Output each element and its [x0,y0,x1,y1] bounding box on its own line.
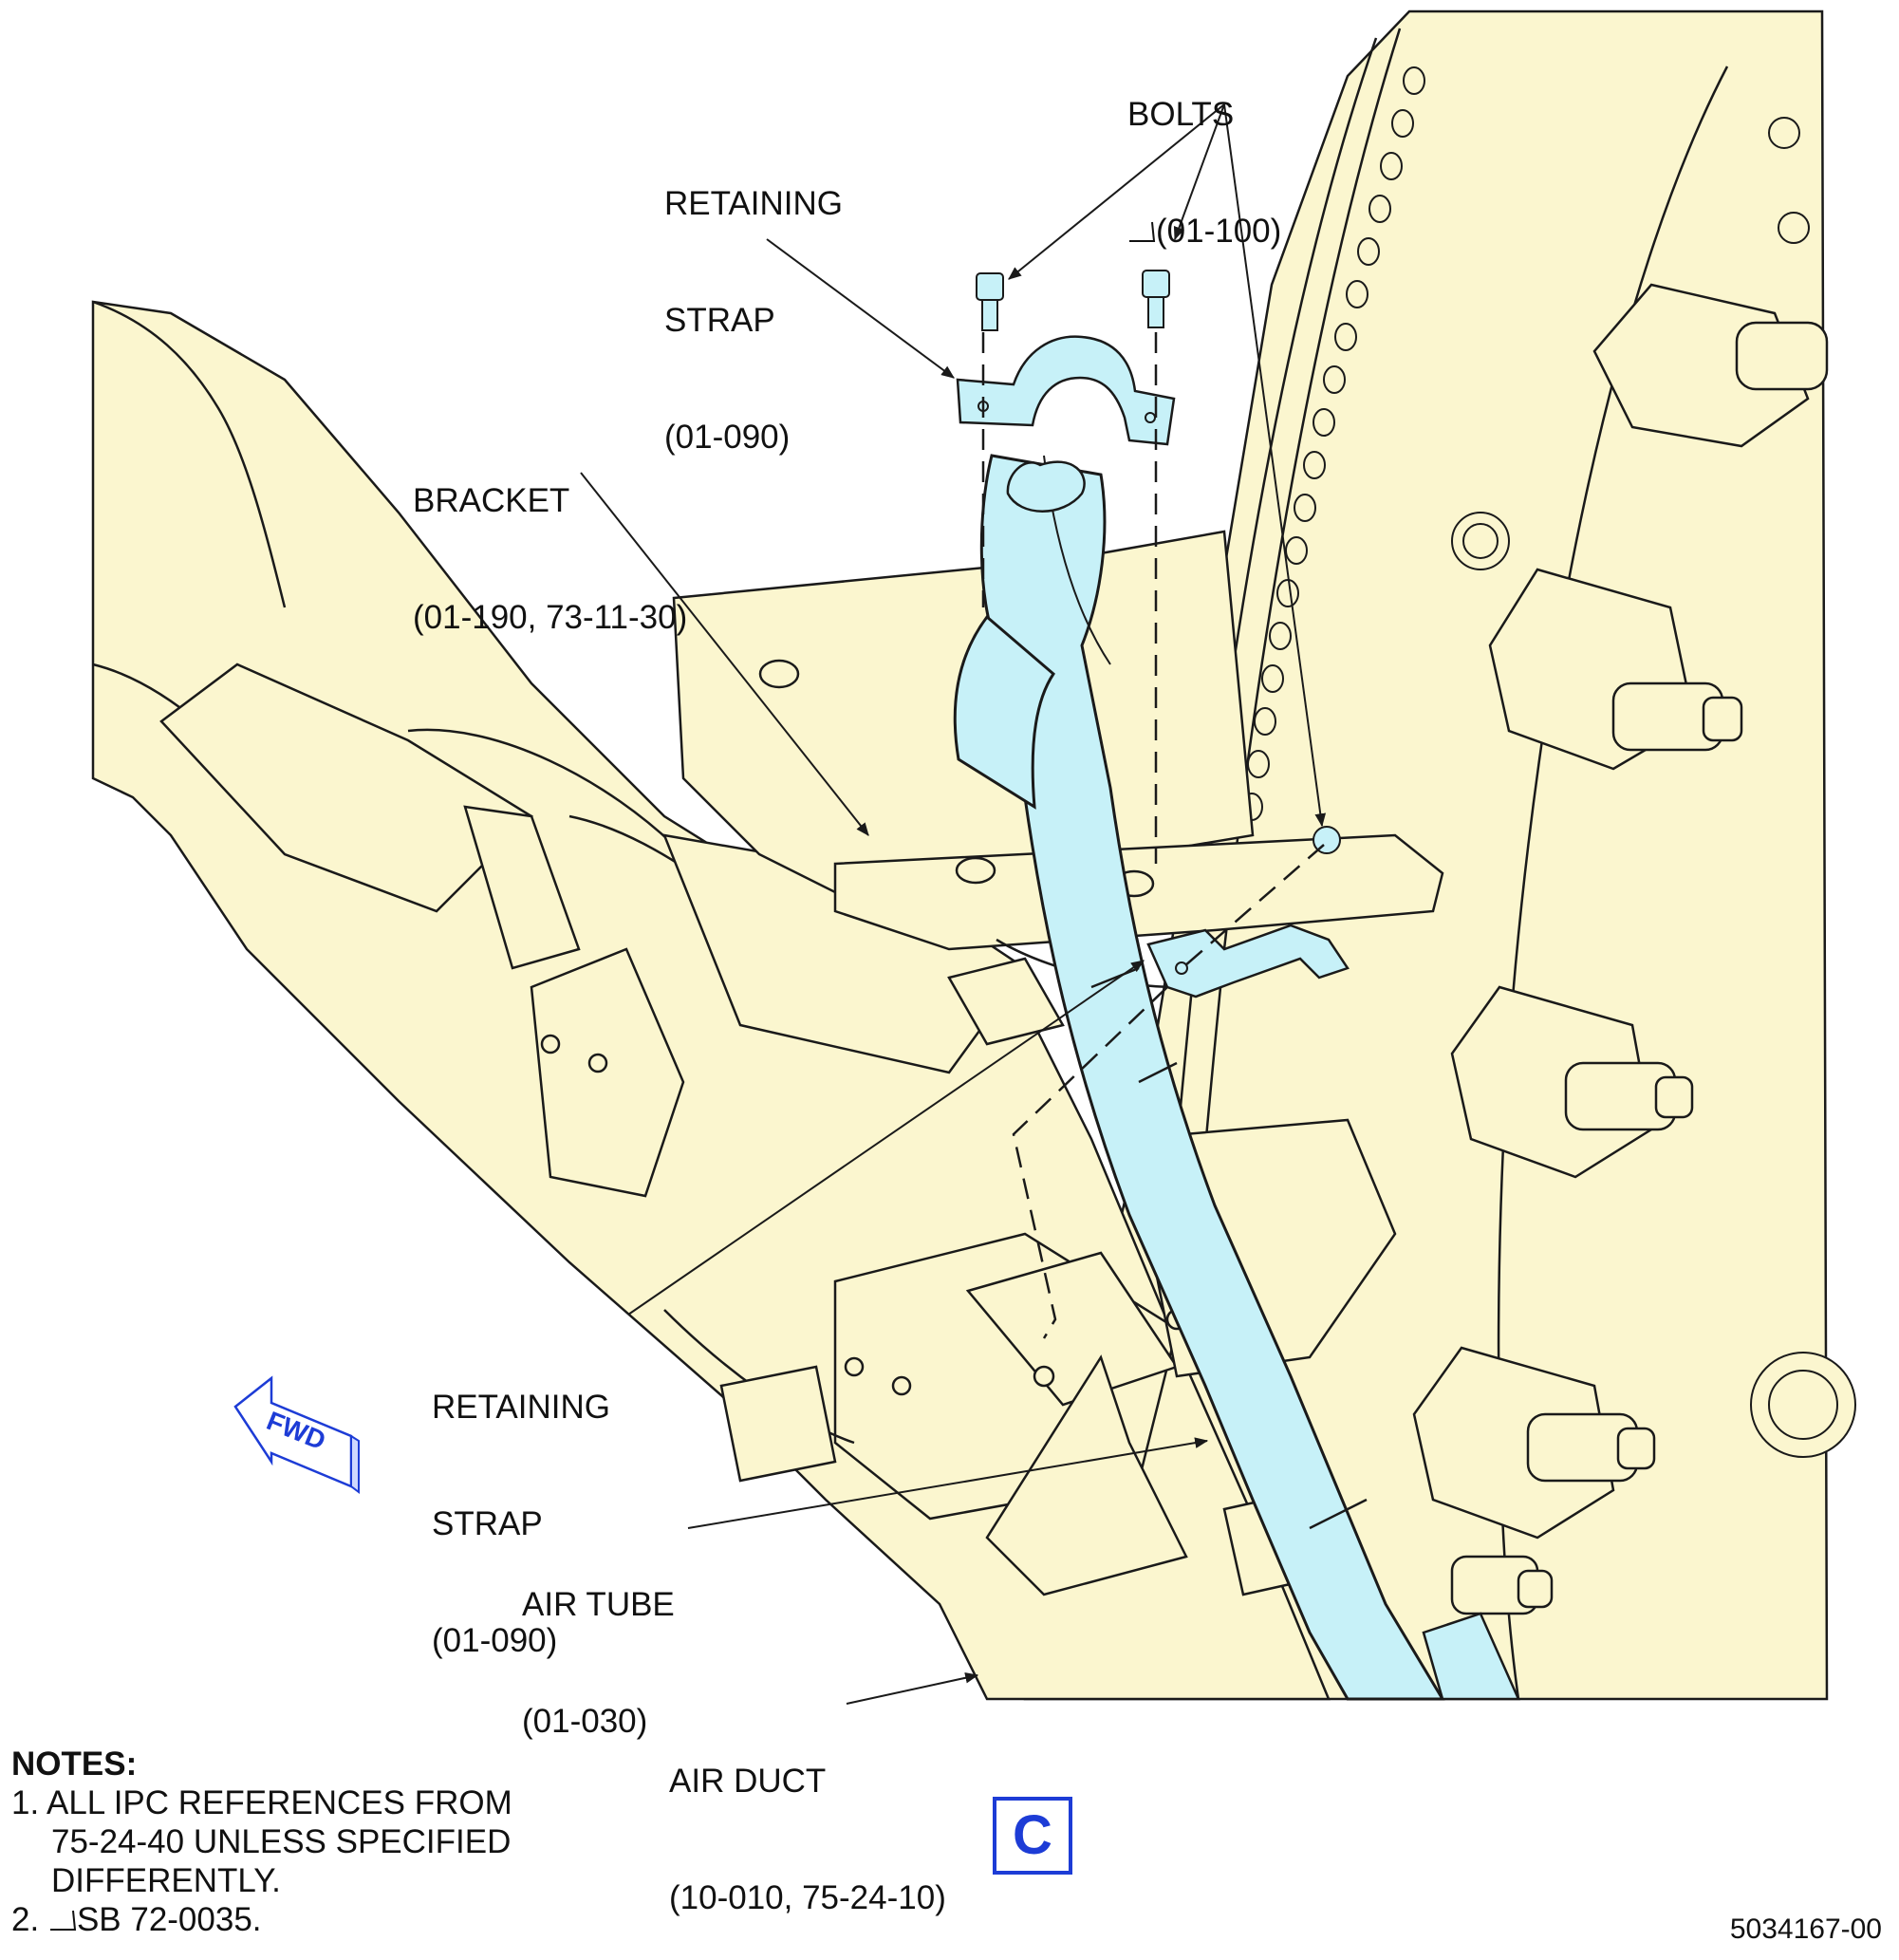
fuel-nozzles [1412,283,1829,1615]
callout-bracket-ref: (01-190, 73-11-30) [413,599,688,636]
note-2-number: 2. [11,1901,40,1938]
retaining-strap-lower [1146,924,1350,999]
retaining-strap-upper [956,335,1176,446]
effectivity-triangle-icon [48,1901,77,1931]
note-1-line-1: 1. ALL IPC REFERENCES FROM [11,1783,512,1822]
figure-id: 5034167-00 [1729,1913,1882,1945]
note-1-line-2: 75-24-40 UNLESS SPECIFIED [51,1823,512,1860]
case-bolt-holes [1240,66,1856,1458]
bolts [976,270,1341,854]
callout-retaining-strap-lower: RETAINING STRAP (01-090) [432,1310,610,1699]
note-2-text: SB 72-0035. [76,1901,262,1938]
callout-strap-lower-line2: STRAP [432,1505,543,1542]
view-label: C [993,1797,1072,1875]
note-1-number: 1. [11,1784,40,1821]
callout-strap-top-line1: RETAINING [664,185,843,222]
callout-air-tube: AIR TUBE (01-030) [522,1507,675,1780]
fwd-arrow-icon [233,1375,360,1494]
leader-lines [580,103,1327,1705]
note-2-line: 2. SB 72-0035. [11,1900,512,1939]
callout-strap-lower-ref: (01-090) [432,1622,558,1659]
air-tube [953,454,1520,1701]
callout-bracket: BRACKET (01-190, 73-11-30) [413,403,687,676]
callout-strap-top-ref: (01-090) [664,419,791,456]
callout-bracket-title: BRACKET [413,482,570,519]
callout-air-duct-ref: (10-010, 75-24-10) [669,1879,946,1916]
callout-bolts-ref-line: (01-100) [1127,212,1281,251]
callout-strap-lower-line1: RETAINING [432,1389,610,1426]
callout-bolts-ref: (01-100) [1156,213,1282,250]
notes-heading: NOTES: [11,1745,138,1783]
callout-air-duct: AIR DUCT (10-010, 75-24-10) [669,1684,946,1956]
note-1-text-1: ALL IPC REFERENCES FROM [47,1784,512,1821]
callout-bolts-title: BOLTS [1127,96,1235,133]
callout-retaining-strap-top: RETAINING STRAP (01-090) [664,106,843,495]
effectivity-triangle-icon [1127,213,1156,242]
callout-air-duct-title: AIR DUCT [669,1763,827,1800]
install-lines [981,332,1325,1339]
callout-strap-top-line2: STRAP [664,302,775,339]
callout-air-tube-title: AIR TUBE [522,1586,675,1623]
callout-bolts: BOLTS (01-100) [1127,17,1281,289]
notes-block: NOTES: 1. ALL IPC REFERENCES FROM 75-24-… [11,1745,512,1939]
note-1-line-3: DIFFERENTLY. [51,1862,281,1899]
callout-air-tube-ref: (01-030) [522,1703,648,1740]
